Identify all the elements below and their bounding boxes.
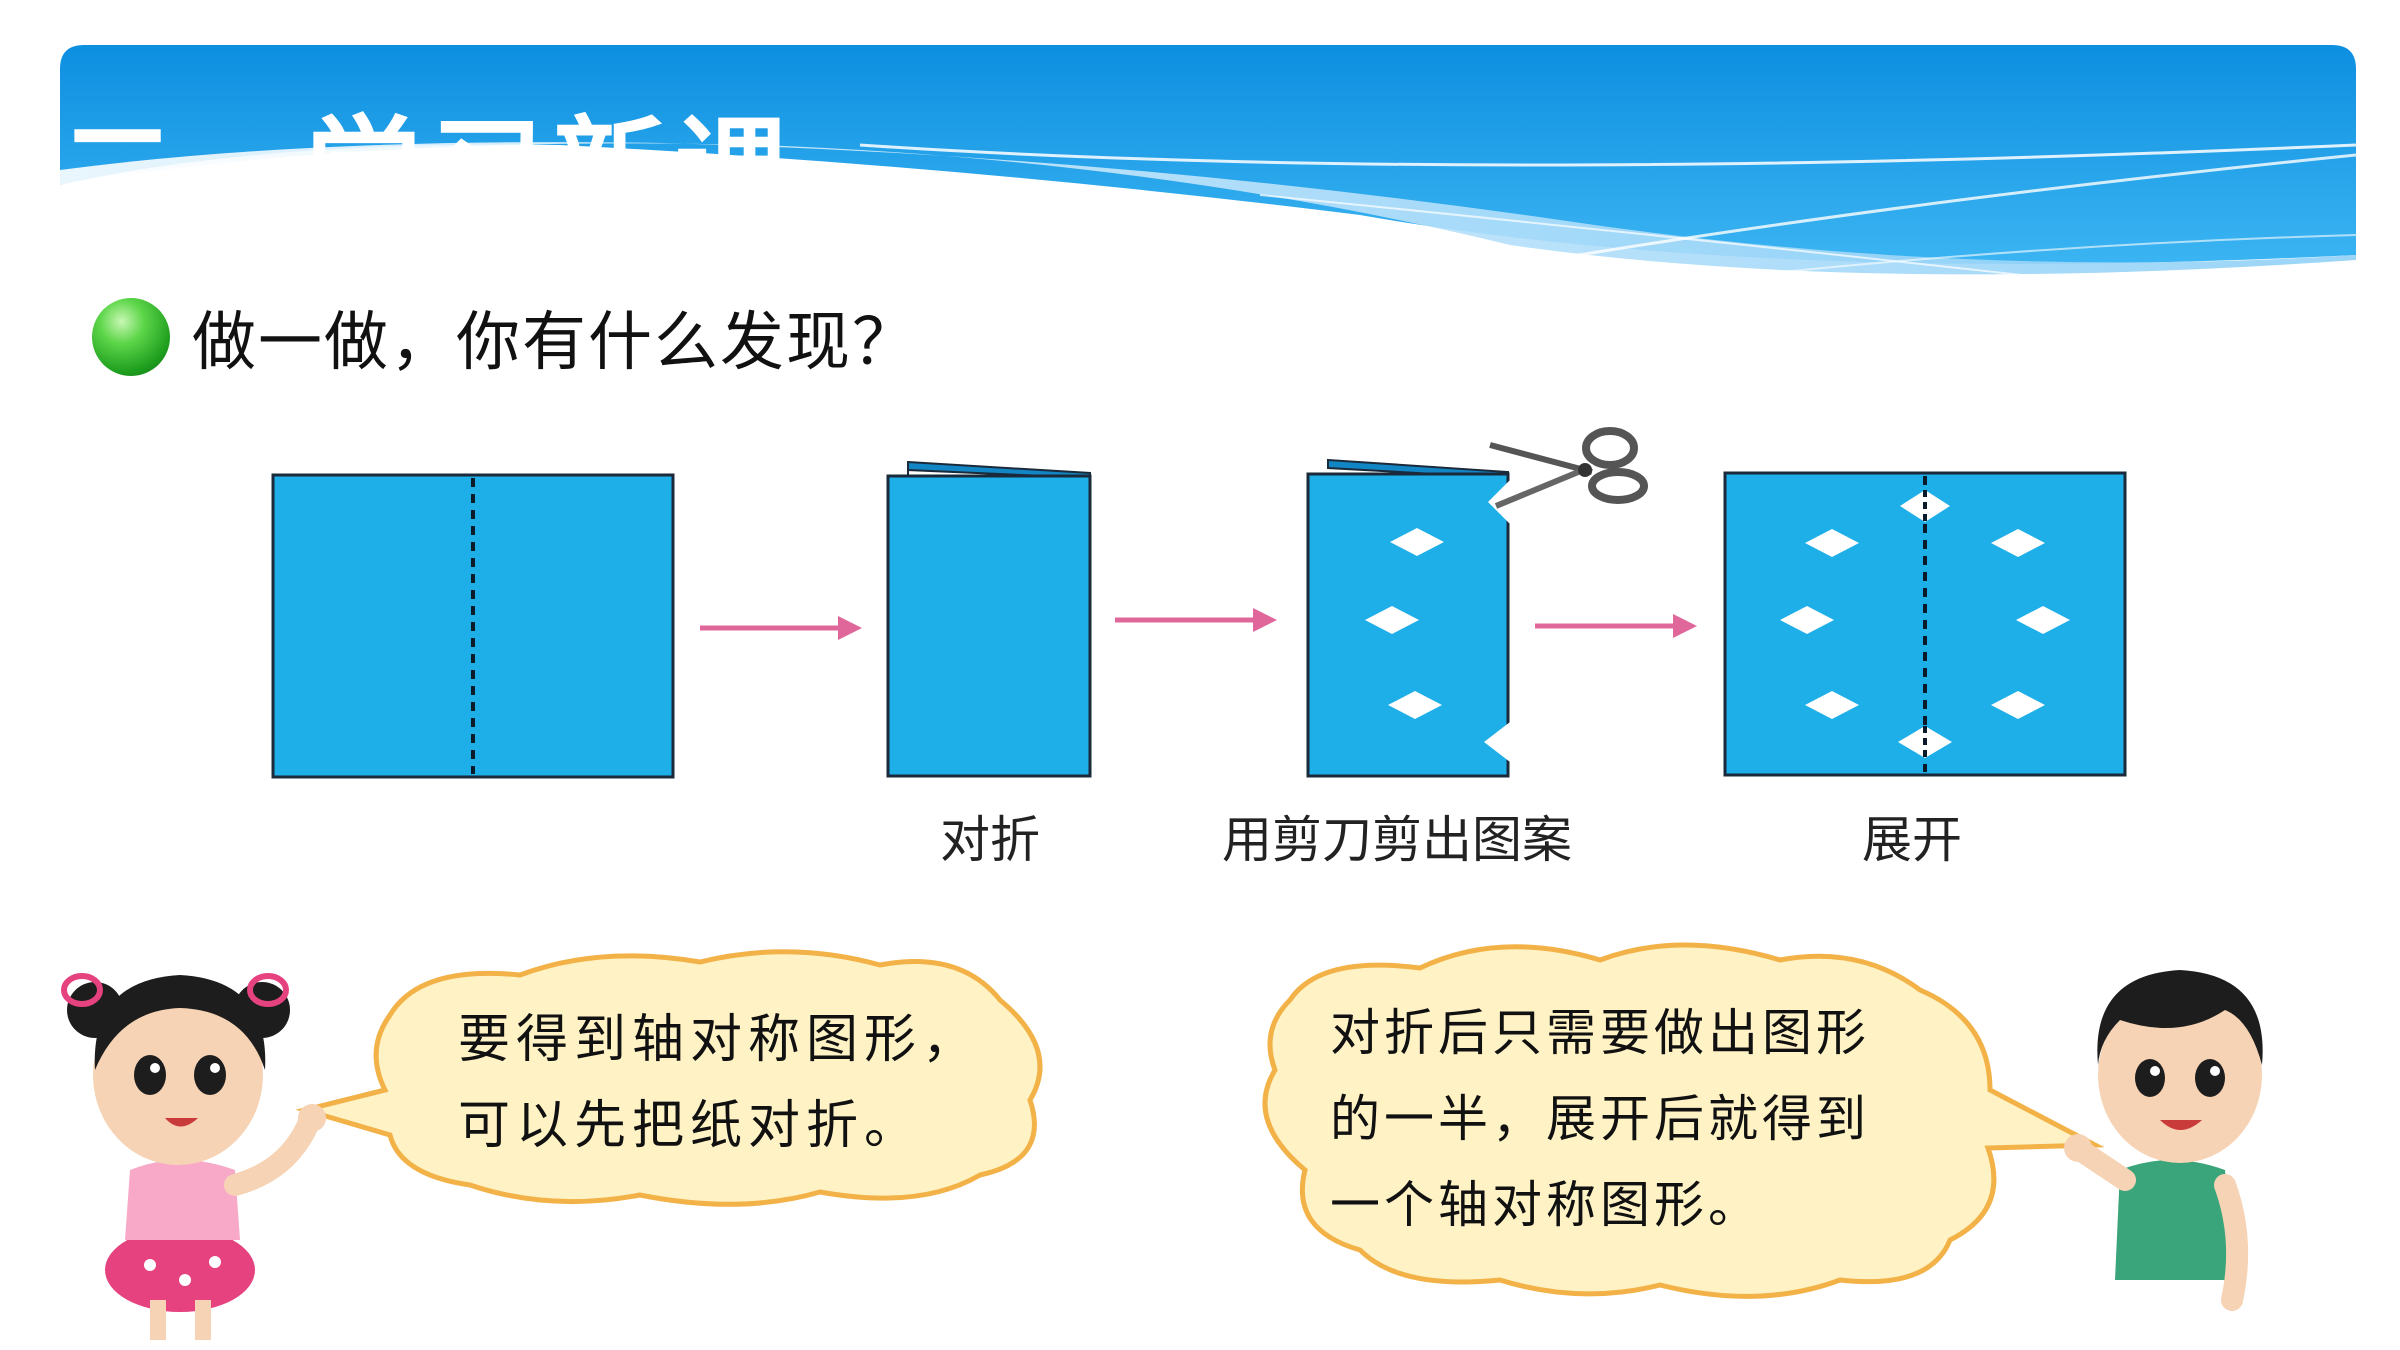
activity-prompt: 做一做，你有什么发现？ (92, 292, 918, 382)
green-dot-icon (92, 298, 170, 376)
scissors-icon (1489, 427, 1648, 509)
boy-bubble-text: 对折后只需要做出图形 的一半，展开后就得到 一个轴对称图形。 (1330, 990, 1870, 1248)
step-label-fold: 对折 (940, 811, 1040, 869)
banner-wave-graphic (60, 45, 2356, 296)
unfolded-paper (1723, 471, 2127, 777)
girl-bubble-line: 可以先把纸对折。 (458, 1096, 923, 1156)
step-label-cut: 用剪刀剪出图案 (1222, 811, 1572, 869)
boy-character (2064, 970, 2263, 1311)
prompt-text: 做一做，你有什么发现？ (192, 306, 918, 380)
boy-speech-bubble (1262, 942, 2105, 1299)
girl-bubble-text: 要得到轴对称图形， 可以先把纸对折。 (458, 997, 980, 1169)
page-title: 二、学习新课 (60, 105, 799, 203)
girl-bubble-line: 要得到轴对称图形， (458, 1010, 981, 1070)
folded-paper (886, 460, 1092, 778)
boy-bubble-line: 对折后只需要做出图形 (1330, 1004, 1870, 1062)
header-banner: 二、学习新课 (60, 45, 2356, 315)
arrow-icon (700, 616, 862, 640)
arrow-icon (1115, 608, 1277, 632)
girl-speech-bubble (295, 949, 1043, 1207)
cut-paper (1306, 458, 1510, 778)
boy-bubble-line: 一个轴对称图形。 (1330, 1176, 1762, 1234)
full-paper-sheet (271, 473, 675, 779)
boy-bubble-line: 的一半，展开后就得到 (1330, 1090, 1870, 1148)
girl-character (61, 973, 326, 1340)
step-label-unfold: 展开 (1862, 811, 1962, 869)
arrow-icon (1535, 614, 1697, 638)
